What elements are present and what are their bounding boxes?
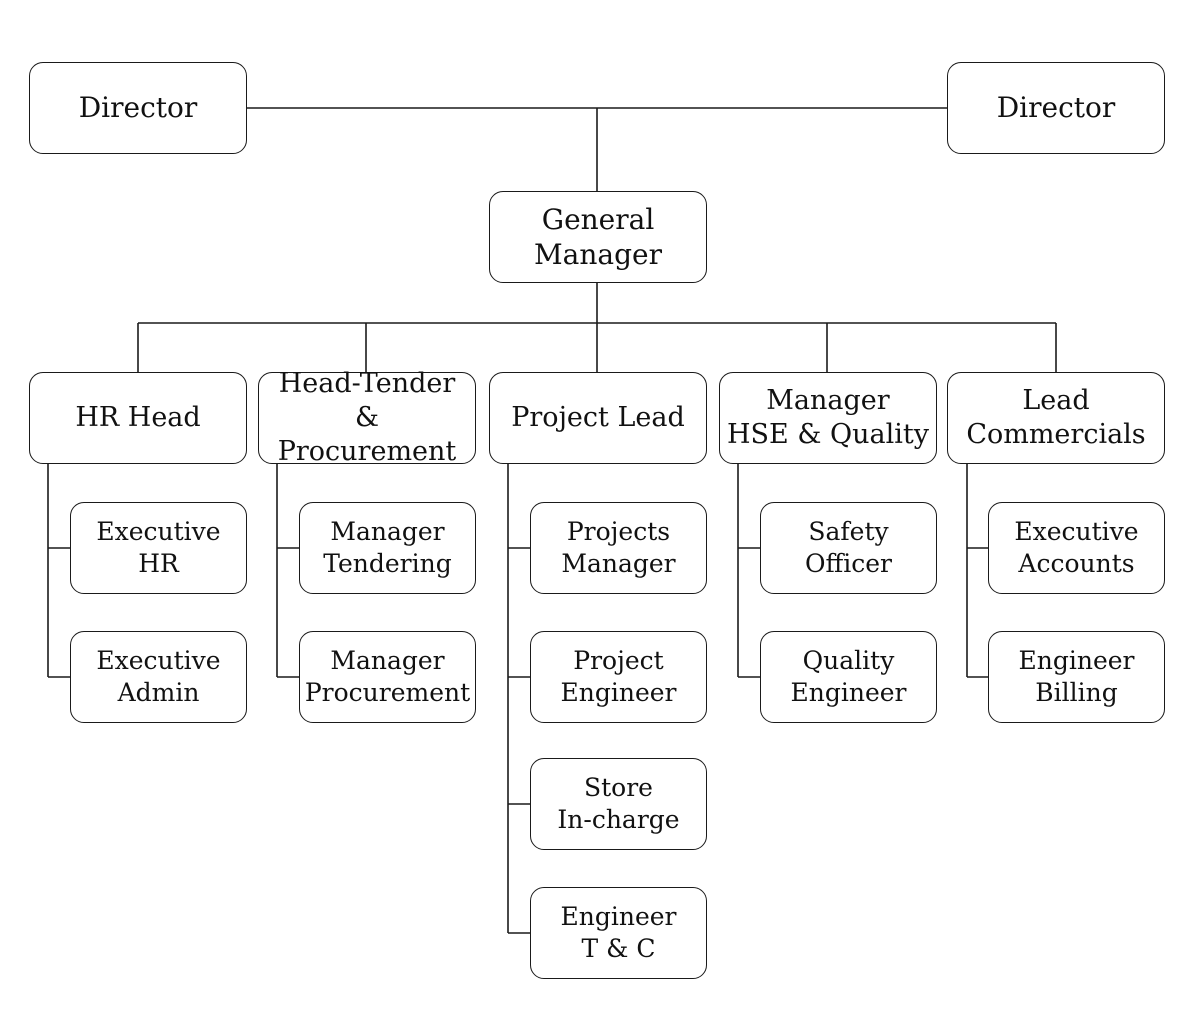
node-director-right: Director	[947, 62, 1165, 154]
node-hr-head: HR Head	[29, 372, 247, 464]
node-label: Project Lead	[511, 401, 685, 433]
node-label: Director	[996, 91, 1116, 125]
node-head-tender-procurement: Head-Tender& Procurement	[258, 368, 476, 467]
node-label: Head-Tender& Procurement	[277, 367, 457, 468]
node-director-left: Director	[29, 62, 247, 154]
node-label: HR Head	[75, 401, 201, 433]
node-label: Director	[78, 91, 198, 125]
node-project-lead: Project Lead	[489, 372, 707, 464]
